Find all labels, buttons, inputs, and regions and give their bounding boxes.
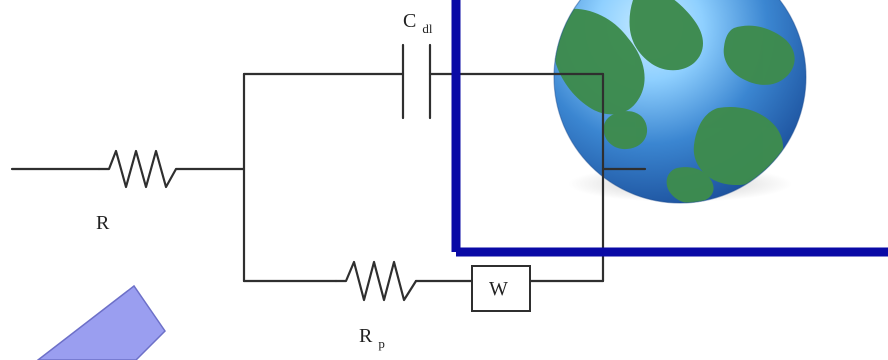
resistor-rp — [334, 260, 418, 302]
parallel-branches — [242, 72, 647, 283]
capacitor-cdl-label-main: C — [403, 10, 416, 32]
resistor-rp-label: R p — [359, 325, 385, 351]
blue-frame — [451, 0, 888, 257]
warburg-element — [471, 265, 531, 312]
resistor-rp-label-main: R — [359, 325, 373, 347]
parallelogram-shape — [36, 284, 166, 360]
capacitor-cdl — [401, 43, 432, 120]
resistor-r — [97, 149, 246, 189]
capacitor-cdl-label: C dl — [403, 10, 433, 36]
resistor-r-label: R — [96, 212, 110, 234]
capacitor-cdl-label-sub: dl — [422, 21, 433, 36]
resistor-rp-label-sub: p — [378, 336, 385, 351]
warburg-label: W — [489, 278, 508, 300]
globe-icon — [553, 0, 807, 204]
